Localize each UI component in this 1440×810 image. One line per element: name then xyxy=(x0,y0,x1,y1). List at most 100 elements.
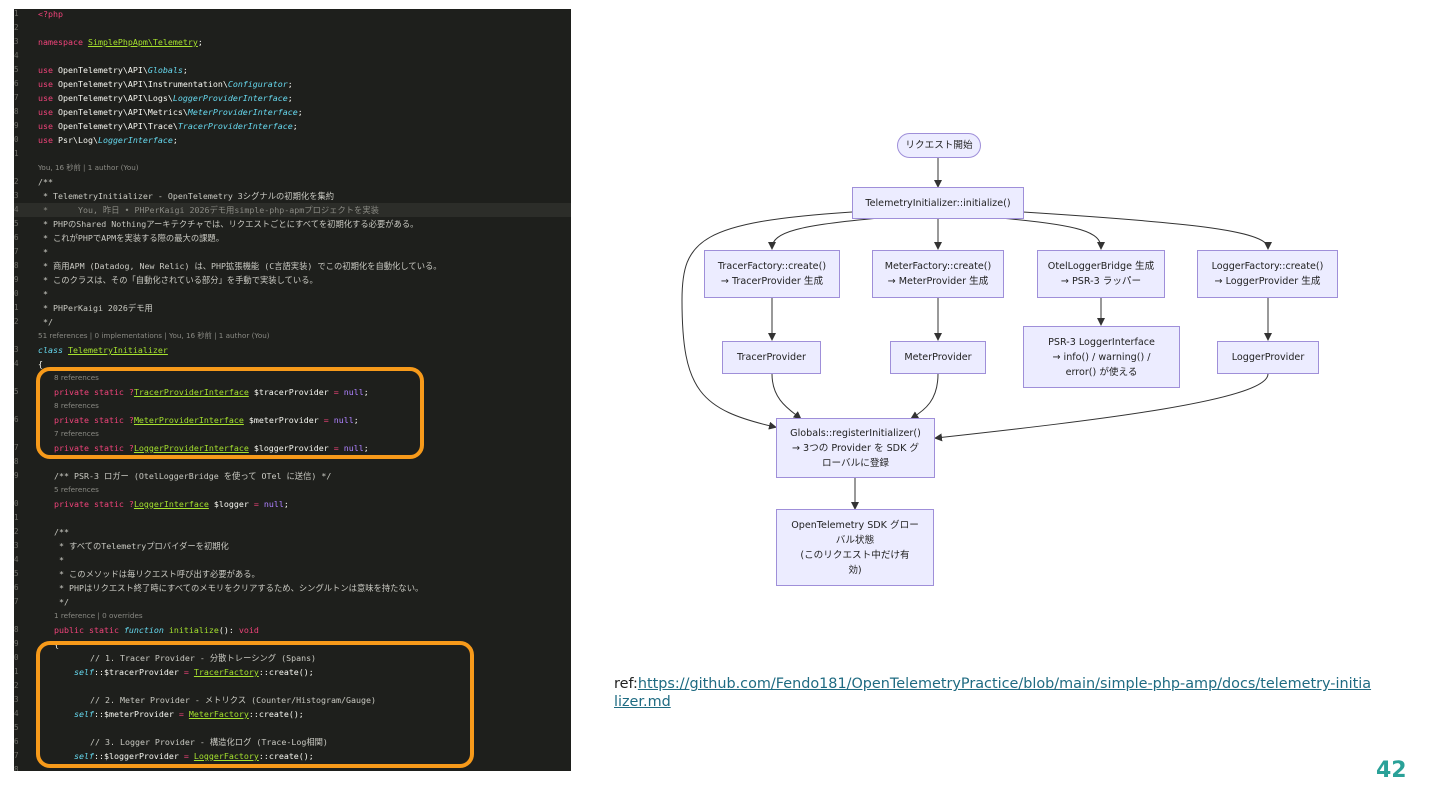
line-content: * xyxy=(54,553,64,567)
code-line[interactable]: 0 * xyxy=(14,287,571,301)
code-token: (): xyxy=(218,625,239,635)
node-telemetry-initialize: TelemetryInitializer::initialize() xyxy=(852,187,1024,219)
line-content: 7 references xyxy=(54,427,99,441)
code-line[interactable]: 5 xyxy=(14,721,571,735)
code-line[interactable]: 7 */ xyxy=(14,595,571,609)
code-token: 51 references | 0 implementations | You,… xyxy=(38,331,270,340)
code-line[interactable]: 1<?php xyxy=(14,9,571,21)
line-number: 6 xyxy=(14,79,19,88)
code-line[interactable]: 3 * すべてのTelemetryプロバイダーを初期化 xyxy=(14,539,571,553)
code-token: 1 reference | 0 overrides xyxy=(54,611,143,620)
code-line[interactable]: 1 xyxy=(14,147,571,161)
reference-link[interactable]: https://github.com/Fendo181/OpenTelemetr… xyxy=(614,676,1372,710)
code-line[interactable]: 3 * TelemetryInitializer - OpenTelemetry… xyxy=(14,189,571,203)
code-token: = xyxy=(183,751,194,761)
line-content: 8 references xyxy=(54,371,99,385)
code-token: SimplePhpApm\Telemetry xyxy=(87,37,198,47)
line-content: private static ?LoggerProviderInterface … xyxy=(54,441,369,455)
line-number: 9 xyxy=(14,121,19,130)
code-token: $tracerProvider xyxy=(248,387,334,397)
line-number: 8 xyxy=(14,457,19,466)
codelens-line[interactable]: 5 references xyxy=(14,483,571,497)
line-number: 7 xyxy=(14,247,19,256)
line-content: /** xyxy=(38,175,53,189)
code-token: 5 references xyxy=(54,485,99,494)
code-line[interactable]: 4 xyxy=(14,49,571,63)
line-content: public static function initialize(): voi… xyxy=(54,623,259,637)
code-line[interactable]: 9/** PSR-3 ロガー (OtelLoggerBridge を使って OT… xyxy=(14,469,571,483)
code-token: OpenTelemetry\API\Metrics\ xyxy=(57,107,188,117)
code-token: ::create(); xyxy=(258,667,314,677)
code-line[interactable]: 9 use OpenTelemetry\API\Trace\TracerProvi… xyxy=(14,119,571,133)
code-line[interactable]: 2 xyxy=(14,21,571,35)
code-line[interactable]: 1 * PHPerKaigi 2026デモ用 xyxy=(14,301,571,315)
code-line[interactable]: 6 * これがPHPでAPMを実装する際の最大の課題。 xyxy=(14,231,571,245)
line-number: 8 xyxy=(14,765,19,771)
codelens-line[interactable]: 7 references xyxy=(14,427,571,441)
code-line[interactable]: 8 xyxy=(14,763,571,771)
edge-init-globals-left xyxy=(681,211,853,430)
code-line[interactable]: 2 */ xyxy=(14,315,571,329)
code-line[interactable]: 4 * You, 昨日 • PHPerKaigi 2026デモ用simple-p… xyxy=(14,203,571,217)
code-line[interactable]: 6// 3. Logger Provider - 構造化ログ (Trace-Lo… xyxy=(14,735,571,749)
edge-meterprov-globals xyxy=(910,373,939,420)
code-line[interactable]: 1 xyxy=(14,511,571,525)
code-token: = xyxy=(333,387,344,397)
codelens-line[interactable]: 51 references | 0 implementations | You,… xyxy=(14,329,571,343)
code-line[interactable]: 0// 1. Tracer Provider - 分散トレーシング (Spans… xyxy=(14,651,571,665)
code-line[interactable]: 7 * xyxy=(14,245,571,259)
code-line[interactable]: 4 * xyxy=(14,553,571,567)
codelens-line[interactable]: You, 16 秒前 | 1 author (You) xyxy=(14,161,571,175)
code-line[interactable]: 8 * 商用APM (Datadog, New Relic) は、PHP拡張機能… xyxy=(14,259,571,273)
line-content: // 1. Tracer Provider - 分散トレーシング (Spans) xyxy=(90,651,316,665)
code-line[interactable]: 3// 2. Meter Provider - メトリクス (Counter/H… xyxy=(14,693,571,707)
line-content: use OpenTelemetry\API\Trace\TracerProvid… xyxy=(38,119,298,133)
line-number: 4 xyxy=(14,205,19,214)
codelens-line[interactable]: 8 references xyxy=(14,399,571,413)
code-token: function xyxy=(123,625,169,635)
codelens-line[interactable]: 1 reference | 0 overrides xyxy=(14,609,571,623)
code-token: LoggerInterface xyxy=(97,135,173,145)
line-content: * すべてのTelemetryプロバイダーを初期化 xyxy=(54,539,229,553)
code-line[interactable]: 2/** xyxy=(14,175,571,189)
code-token: namespace xyxy=(38,37,88,47)
line-content: // 2. Meter Provider - メトリクス (Counter/Hi… xyxy=(90,693,376,707)
code-line[interactable]: 7 private static ?LoggerProviderInterface… xyxy=(14,441,571,455)
code-line[interactable]: 8 xyxy=(14,455,571,469)
line-number: 6 xyxy=(14,583,19,592)
code-line[interactable]: 4{ xyxy=(14,357,571,371)
code-line[interactable]: 5 * このメソッドは毎リクエスト呼び出す必要がある。 xyxy=(14,567,571,581)
code-line[interactable]: 5 * PHPのShared Nothingアーキテクチャでは、リクエストごとに… xyxy=(14,217,571,231)
code-line[interactable]: 6 use OpenTelemetry\API\Instrumentation\C… xyxy=(14,77,571,91)
code-token: You, 16 秒前 | 1 author (You) xyxy=(38,163,139,172)
code-token: // 3. Logger Provider - 構造化ログ (Trace-Log… xyxy=(90,737,328,747)
code-line[interactable]: 9 * このクラスは、その「自動化されている部分」を手動で実装している。 xyxy=(14,273,571,287)
line-number: 3 xyxy=(14,541,19,550)
line-number: 7 xyxy=(14,443,19,452)
line-content: use OpenTelemetry\API\Instrumentation\Co… xyxy=(38,77,293,91)
line-content: private static ?TracerProviderInterface … xyxy=(54,385,369,399)
code-token: // 1. Tracer Provider - 分散トレーシング (Spans) xyxy=(90,653,317,663)
line-number: 4 xyxy=(14,555,19,564)
codelens-line[interactable]: 8 references xyxy=(14,371,571,385)
line-number: 5 xyxy=(14,65,19,74)
line-content: private static ?LoggerInterface $logger … xyxy=(54,497,289,511)
code-token: use xyxy=(38,79,58,89)
code-line[interactable]: 6 * PHPはリクエスト終了時にすべてのメモリをクリアするため、シングルトンは… xyxy=(14,581,571,595)
code-token: LoggerProviderInterface xyxy=(172,93,288,103)
code-line[interactable]: 2 xyxy=(14,679,571,693)
code-line[interactable]: 2/** xyxy=(14,525,571,539)
